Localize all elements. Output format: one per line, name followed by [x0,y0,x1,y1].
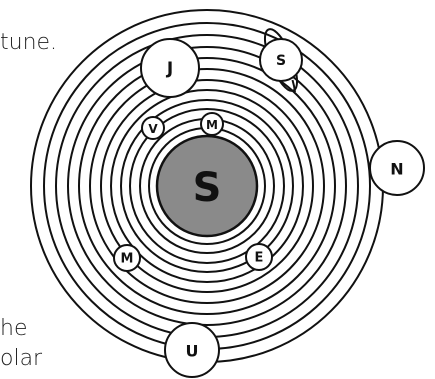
sun-label: S [193,165,222,211]
planet-saturn-disc [259,38,303,82]
orbit-ring [120,99,294,273]
orbit-ring [67,46,347,326]
orbit-ring [100,79,314,293]
planet-jupiter-label: J [166,59,173,79]
planet-venus-disc [141,116,165,140]
orbit-ring [78,57,336,315]
text-fragment-bottom-1: he [0,316,28,341]
planet-jupiter-disc [140,38,200,98]
planet-mercury: M [200,112,224,136]
text-fragment-bottom-2: olar [0,346,43,371]
planet-earth-disc [245,243,273,271]
planet-saturn: S [259,28,303,93]
planet-mars-label: M [121,252,134,267]
orbit-ring [89,68,325,304]
saturn-ring-front [291,79,296,93]
planet-neptune-label: N [390,160,403,179]
planet-neptune-disc [369,140,425,196]
planet-uranus-label: U [186,342,199,361]
planet-neptune: N [369,140,425,196]
planet-mercury-label: M [206,118,218,132]
planet-uranus: U [164,322,220,378]
planet-saturn-label: S [276,53,286,69]
sun: S [155,134,259,238]
planet-earth-label: E [255,251,264,266]
planet-venus-label: V [148,122,158,136]
text-fragment-top: tune. [0,30,58,55]
orbit-ring [110,89,304,283]
sun-disc [155,134,259,238]
planet-jupiter: J [140,38,200,98]
planet-earth: E [245,243,273,271]
orbit-ring [129,108,285,264]
planet-venus: V [141,116,165,140]
planet-mars: M [113,244,141,272]
planet-uranus-disc [164,322,220,378]
planet-mars-disc [113,244,141,272]
planet-mercury-disc [200,112,224,136]
